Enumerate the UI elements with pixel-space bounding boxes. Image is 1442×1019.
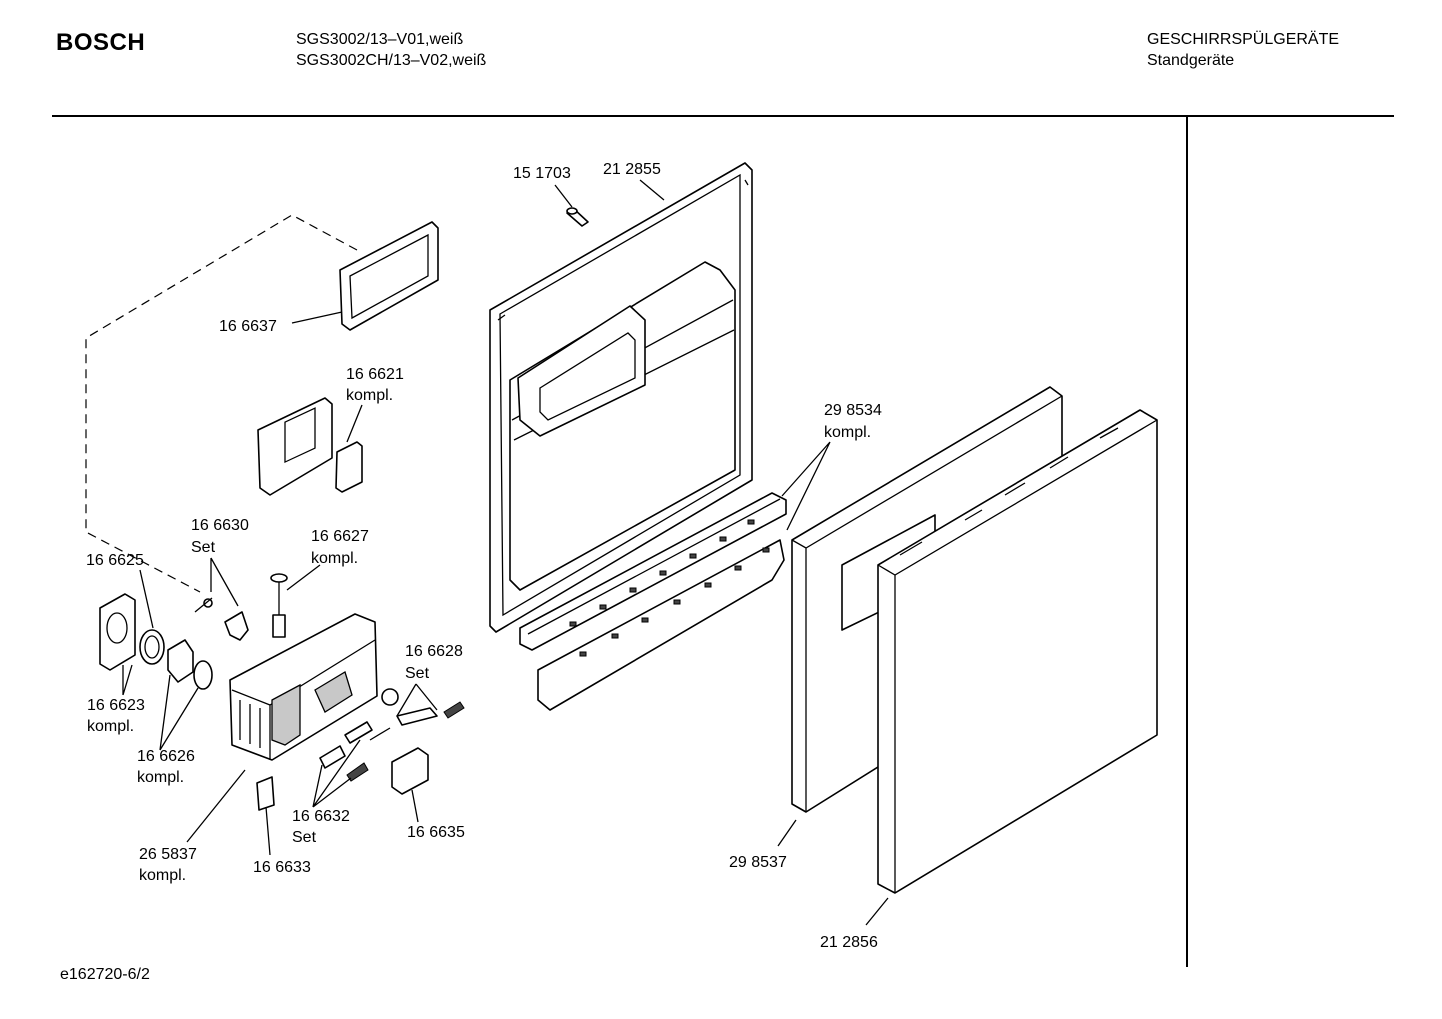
front-decor-panel <box>877 409 1158 894</box>
lever-set <box>381 688 465 726</box>
model-line-1: SGS3002/13–V01,weiß <box>296 31 464 48</box>
label-166632: 16 6632 <box>292 808 350 825</box>
label-166621: 16 6621 <box>346 366 404 383</box>
label-166632-note: Set <box>292 829 317 846</box>
brand-logo: BOSCH <box>56 29 146 56</box>
header-divider <box>52 115 1394 117</box>
label-166637: 16 6637 <box>219 318 277 335</box>
label-166623: 16 6623 <box>87 697 145 714</box>
inner-door-panel <box>489 162 753 633</box>
label-265837: 26 5837 <box>139 846 197 863</box>
seal-clip <box>256 776 275 811</box>
label-166630: 16 6630 <box>191 517 249 534</box>
label-166625: 16 6625 <box>86 552 144 569</box>
label-166627: 16 6627 <box>311 528 369 545</box>
latch-set <box>319 721 391 782</box>
valve-pin <box>270 573 288 638</box>
label-151703: 15 1703 <box>513 165 571 182</box>
spring-set <box>194 597 249 641</box>
label-166626-note: kompl. <box>137 769 184 786</box>
label-298534-note: kompl. <box>824 424 871 441</box>
label-298537: 29 8537 <box>729 854 787 871</box>
screw-part <box>566 207 589 227</box>
label-212855: 21 2855 <box>603 161 661 178</box>
rinse-aid-cap <box>99 593 213 690</box>
label-166633: 16 6633 <box>253 859 311 876</box>
label-298534: 29 8534 <box>824 402 882 419</box>
label-212856: 21 2856 <box>820 934 878 951</box>
label-166627-note: kompl. <box>311 550 358 567</box>
drawing-id: e162720-6/2 <box>60 966 150 983</box>
door-rail <box>519 492 787 711</box>
assembly-guide-line <box>85 214 358 593</box>
label-166628: 16 6628 <box>405 643 463 660</box>
label-166635: 16 6635 <box>407 824 465 841</box>
rail-slots <box>569 519 770 657</box>
label-166626: 16 6626 <box>137 748 195 765</box>
dispenser-cover <box>257 397 363 496</box>
switch-module <box>391 747 429 795</box>
label-166621-note: kompl. <box>346 387 393 404</box>
leader-lines <box>122 179 889 926</box>
dispenser-housing <box>229 613 378 761</box>
model-line-2: SGS3002CH/13–V02,weiß <box>296 52 487 69</box>
detergent-lid-frame <box>339 221 439 331</box>
label-166623-note: kompl. <box>87 718 134 735</box>
category-title: GESCHIRRSPÜLGERÄTE <box>1147 31 1340 48</box>
label-265837-note: kompl. <box>139 867 186 884</box>
side-divider <box>1186 117 1188 967</box>
category-subtitle: Standgeräte <box>1147 52 1235 69</box>
label-166628-note: Set <box>405 665 430 682</box>
label-166630-note: Set <box>191 539 216 556</box>
